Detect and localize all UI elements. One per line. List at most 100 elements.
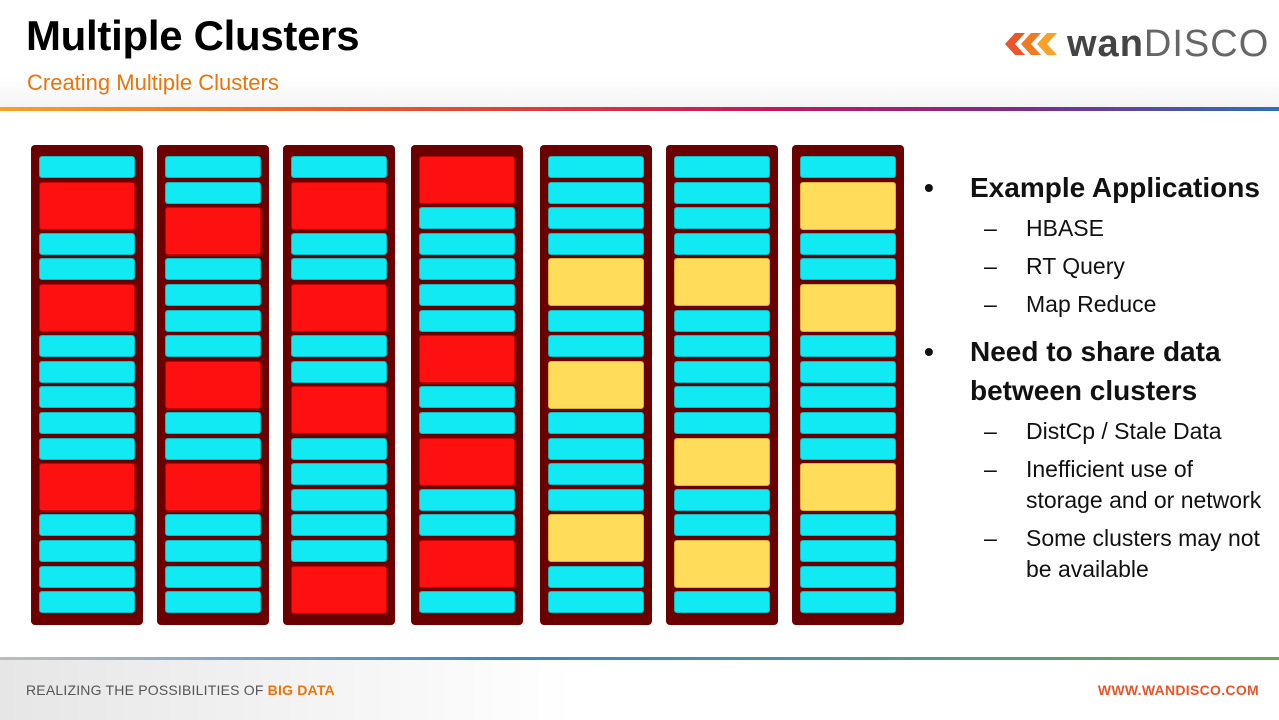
rack-node-cyan: [165, 565, 261, 588]
rack-node-red: [39, 284, 135, 332]
rack-node-cyan: [419, 488, 515, 511]
sub-bullet: –Some clusters may not be available: [918, 523, 1273, 585]
rack-node-cyan: [165, 258, 261, 281]
bullet-example-applications: • Example Applications: [918, 168, 1273, 207]
rack-node-cyan: [39, 565, 135, 588]
rack-node-cyan: [674, 181, 770, 204]
wandisco-logo: wanDISCO: [1005, 22, 1269, 66]
rack-node-cyan: [800, 360, 896, 383]
cluster-rack: [31, 145, 143, 625]
rack-node-cyan: [165, 437, 261, 460]
bullet-share-data: • Need to share data between clusters: [918, 332, 1273, 410]
rack-node-cyan: [419, 309, 515, 332]
rack-node-cyan: [165, 181, 261, 204]
rack-node-cyan: [548, 565, 644, 588]
rack-node-cyan: [39, 540, 135, 562]
logo-wordmark: wanDISCO: [1067, 23, 1269, 66]
cluster-rack: [540, 145, 652, 625]
rack-node-cyan: [291, 232, 387, 255]
wandisco-chevrons-icon: [1005, 29, 1063, 59]
rack-node-red: [419, 437, 515, 486]
rack-node-cyan: [291, 514, 387, 537]
rack-node-cyan: [291, 258, 387, 281]
rack-node-cyan: [800, 437, 896, 460]
header-rule: [0, 107, 1279, 111]
sub-text: Inefficient use of storage and or networ…: [1026, 456, 1262, 513]
rack-node-cyan: [291, 437, 387, 460]
rack-node-cyan: [39, 360, 135, 383]
rack-node-red: [419, 335, 515, 384]
page-subtitle: Creating Multiple Clusters: [27, 70, 279, 95]
rack-node-yellow: [674, 437, 770, 486]
rack-node-cyan: [39, 591, 135, 614]
cluster-rack: [157, 145, 269, 625]
rack-node-red: [291, 284, 387, 332]
rack-node-red: [419, 156, 515, 204]
bullet-heading: Need to share data between clusters: [970, 336, 1221, 406]
sub-text: RT Query: [1026, 253, 1125, 279]
rack-node-cyan: [39, 258, 135, 281]
rack-node-cyan: [674, 207, 770, 230]
rack-node-cyan: [39, 412, 135, 434]
rack-node-cyan: [165, 591, 261, 614]
sub-dash: –: [984, 291, 997, 317]
rack-node-cyan: [800, 412, 896, 434]
rack-node-cyan: [674, 412, 770, 434]
rack-node-cyan: [548, 463, 644, 486]
rack-node-cyan: [674, 514, 770, 537]
rack-node-cyan: [39, 386, 135, 409]
rack-node-cyan: [291, 360, 387, 383]
rack-node-yellow: [800, 284, 896, 332]
rack-node-red: [165, 360, 261, 409]
sub-bullet: –Inefficient use of storage and or netwo…: [918, 454, 1273, 516]
rack-node-cyan: [165, 540, 261, 562]
rack-node-cyan: [800, 258, 896, 281]
rack-node-cyan: [548, 437, 644, 460]
rack-node-red: [39, 463, 135, 512]
rack-node-cyan: [39, 514, 135, 537]
rack-node-cyan: [548, 309, 644, 332]
rack-node-cyan: [674, 309, 770, 332]
rack-node-cyan: [419, 207, 515, 230]
rack-node-cyan: [674, 488, 770, 511]
sub-bullet: –HBASE: [918, 213, 1273, 244]
rack-node-red: [165, 207, 261, 256]
sub-bullet: – Map Reduce: [918, 289, 1273, 320]
rack-node-cyan: [39, 232, 135, 255]
sub-dash: –: [984, 418, 997, 444]
bullet-dot: •: [924, 172, 934, 203]
rack-node-yellow: [800, 181, 896, 230]
rack-node-yellow: [674, 540, 770, 588]
rack-node-red: [419, 540, 515, 588]
footer-url: WWW.WANDISCO.COM: [1097, 682, 1259, 698]
rack-node-yellow: [800, 463, 896, 512]
rack-node-cyan: [548, 181, 644, 204]
rack-node-cyan: [39, 335, 135, 358]
rack-node-cyan: [291, 335, 387, 358]
sub-text: HBASE: [1026, 215, 1104, 241]
rack-node-cyan: [419, 591, 515, 614]
footer-bar: [0, 660, 1279, 720]
rack-node-cyan: [674, 232, 770, 255]
bullet-heading: Example Applications: [970, 172, 1260, 203]
rack-node-cyan: [165, 284, 261, 306]
rack-node-cyan: [548, 207, 644, 230]
rack-node-cyan: [419, 258, 515, 281]
rack-node-cyan: [800, 565, 896, 588]
rack-node-cyan: [165, 514, 261, 537]
header-background: [0, 0, 1279, 110]
rack-node-cyan: [548, 591, 644, 614]
logo-wan: wan: [1067, 22, 1144, 65]
rack-node-cyan: [674, 335, 770, 358]
rack-node-red: [291, 181, 387, 230]
bullet-list: • Example Applications –HBASE –RT Query …: [918, 168, 1273, 592]
rack-node-cyan: [419, 284, 515, 306]
rack-node-cyan: [165, 309, 261, 332]
rack-node-cyan: [419, 412, 515, 434]
rack-node-cyan: [39, 156, 135, 178]
rack-node-yellow: [548, 514, 644, 563]
rack-node-cyan: [674, 360, 770, 383]
bullet-dot: •: [924, 336, 934, 367]
footer-tagline-prefix: REALIZING THE POSSIBILITIES OF: [26, 682, 268, 698]
sub-text: Map Reduce: [1026, 291, 1157, 317]
